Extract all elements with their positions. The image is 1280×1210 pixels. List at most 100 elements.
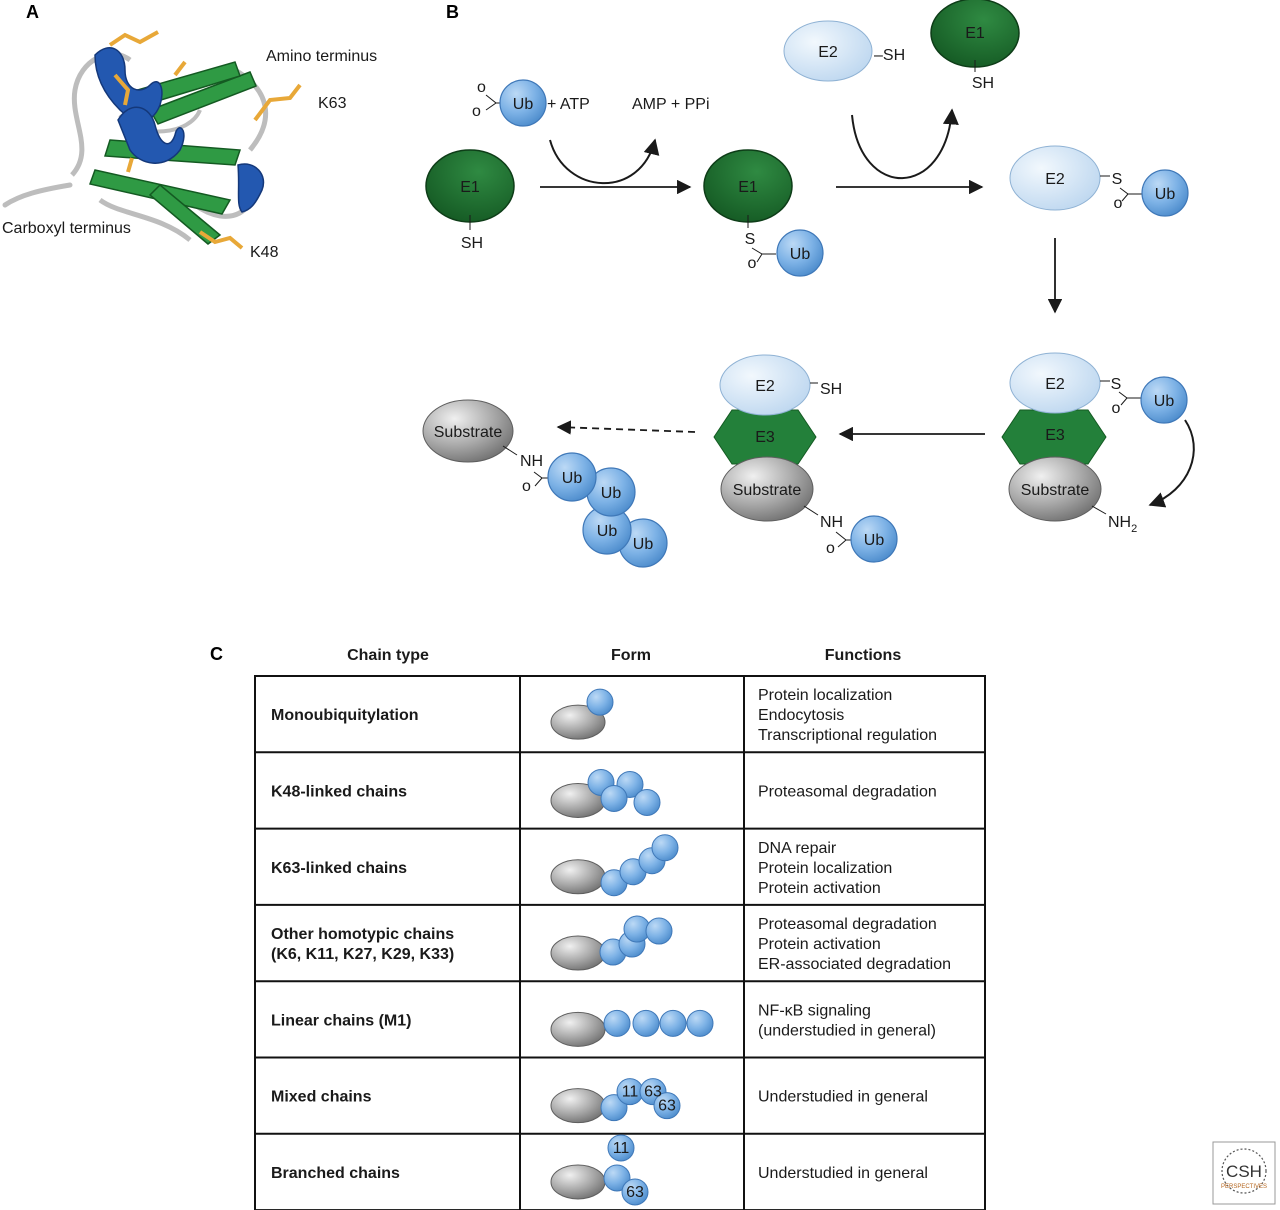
substrate-label: Substrate bbox=[733, 482, 802, 499]
function-label: Protein activation bbox=[758, 936, 881, 953]
ub-label: Ub bbox=[1155, 186, 1176, 203]
chain-form-glyph bbox=[550, 768, 661, 818]
function-label: Understudied in general bbox=[758, 1089, 928, 1106]
substrate-label: Substrate bbox=[434, 424, 503, 441]
ub-label: Ub bbox=[562, 470, 583, 487]
o-label: o bbox=[748, 255, 757, 272]
ub-glyph bbox=[659, 1009, 687, 1037]
plus-atp-label: + ATP bbox=[547, 96, 590, 113]
substrate-label: Substrate bbox=[1021, 482, 1090, 499]
e3-label: E3 bbox=[1045, 427, 1065, 444]
chain-elongation-dashed-arrow bbox=[556, 420, 696, 435]
polyubiquitylated-substrate: Substrate NH o Ub Ub Ub Ub bbox=[422, 399, 668, 568]
e1-label: E1 bbox=[965, 25, 985, 42]
substrate-glyph bbox=[550, 859, 606, 895]
chain-type-label: Monoubiquitylation bbox=[271, 707, 419, 724]
e1-ub-thioester: E1 S o Ub bbox=[703, 149, 824, 277]
activation-curved-arrow bbox=[549, 138, 660, 185]
ubiquitin-ribbon-structure bbox=[2, 30, 302, 250]
function-label: Proteasomal degradation bbox=[758, 916, 937, 933]
e3-complex-loaded: E3 E2 S o Ub Substrate NH2 bbox=[1001, 352, 1188, 535]
chain-type-label: Branched chains bbox=[271, 1165, 400, 1182]
chain-type-label: Linear chains (M1) bbox=[271, 1012, 411, 1029]
nh-label: NH bbox=[820, 514, 843, 531]
function-label: (understudied in general) bbox=[758, 1022, 936, 1039]
e1-label: E1 bbox=[460, 179, 480, 196]
function-label: Understudied in general bbox=[758, 1165, 928, 1182]
ub-glyph bbox=[603, 1164, 631, 1192]
e2-label: E2 bbox=[755, 378, 775, 395]
linkage-label: 63 bbox=[644, 1084, 662, 1101]
logo-subtext: PERSPECTIVES bbox=[1221, 1184, 1267, 1190]
o-label: o bbox=[522, 478, 531, 495]
e1-label: E1 bbox=[738, 179, 758, 196]
sh-label: SH bbox=[820, 381, 842, 398]
e2-label: E2 bbox=[1045, 376, 1065, 393]
linkage-label: 11 bbox=[613, 1140, 630, 1157]
panel-c-letter: C bbox=[210, 644, 223, 664]
function-label: Protein localization bbox=[758, 687, 892, 704]
ub-glyph bbox=[600, 784, 628, 812]
ligation-curved-arrow bbox=[1148, 419, 1195, 508]
function-label: DNA repair bbox=[758, 840, 837, 857]
linkage-label: 11 bbox=[622, 1084, 639, 1101]
header-form: Form bbox=[611, 647, 651, 664]
substrate-glyph bbox=[550, 1164, 606, 1200]
ub-free: o o Ub bbox=[472, 79, 547, 127]
chain-form-glyph bbox=[550, 834, 679, 897]
ub-glyph bbox=[607, 1134, 635, 1162]
function-label: NF-κB signaling bbox=[758, 1002, 871, 1019]
k63-label: K63 bbox=[318, 95, 347, 112]
o-label: o bbox=[472, 103, 481, 120]
o-label: o bbox=[1114, 195, 1123, 212]
s-label: S bbox=[1111, 376, 1122, 393]
substrate-glyph bbox=[550, 704, 606, 740]
ub-glyph bbox=[653, 1092, 681, 1120]
e3-label: E3 bbox=[755, 429, 775, 446]
nh-label: NH bbox=[520, 453, 543, 470]
e1-released: E1 SH bbox=[930, 0, 1020, 92]
ub-glyph bbox=[645, 917, 673, 945]
ub-glyph bbox=[586, 688, 614, 716]
sh-label: SH bbox=[461, 235, 483, 252]
linkage-label: 63 bbox=[658, 1098, 676, 1115]
substrate-glyph bbox=[550, 1088, 606, 1124]
amino-terminus-label: Amino terminus bbox=[266, 48, 377, 65]
chain-type-label: (K6, K11, K27, K29, K33) bbox=[271, 946, 454, 963]
function-label: Protein localization bbox=[758, 860, 892, 877]
ub-glyph bbox=[651, 834, 679, 862]
function-label: Endocytosis bbox=[758, 707, 844, 724]
e1-free: E1 SH bbox=[425, 149, 515, 252]
chain-type-label: Mixed chains bbox=[271, 1089, 372, 1106]
ub-label: Ub bbox=[1154, 393, 1175, 410]
chain-type-label: K63-linked chains bbox=[271, 860, 407, 877]
transthiolation-curved-arrow bbox=[851, 108, 959, 180]
substrate-glyph bbox=[550, 935, 606, 971]
k48-label: K48 bbox=[250, 244, 279, 261]
ub-label: Ub bbox=[601, 485, 622, 502]
chain-type-label: Other homotypic chains bbox=[271, 926, 454, 943]
e2-free-top: E2 –SH bbox=[783, 20, 905, 82]
sh-label: SH bbox=[972, 75, 994, 92]
amp-ppi-label: AMP + PPi bbox=[632, 96, 710, 113]
csh-perspectives-logo: CSH PERSPECTIVES bbox=[1212, 1141, 1276, 1205]
s-label: S bbox=[745, 231, 756, 248]
ub-glyph bbox=[633, 788, 661, 816]
e3-complex-ubiquitylated: E3 E2 SH Substrate NH o Ub bbox=[713, 354, 898, 563]
nh2-label: NH2 bbox=[1108, 514, 1137, 535]
o-label: o bbox=[826, 540, 835, 557]
o-label: o bbox=[477, 79, 486, 96]
panel-a-letter: A bbox=[26, 2, 39, 22]
ub-label: Ub bbox=[864, 532, 885, 549]
ub-glyph bbox=[686, 1009, 714, 1037]
function-label: Protein activation bbox=[758, 880, 881, 897]
chain-form-glyph bbox=[550, 1009, 714, 1047]
sh-label: –SH bbox=[874, 47, 905, 64]
ub-label: Ub bbox=[597, 523, 618, 540]
function-label: Proteasomal degradation bbox=[758, 783, 937, 800]
substrate-glyph bbox=[550, 1011, 606, 1047]
